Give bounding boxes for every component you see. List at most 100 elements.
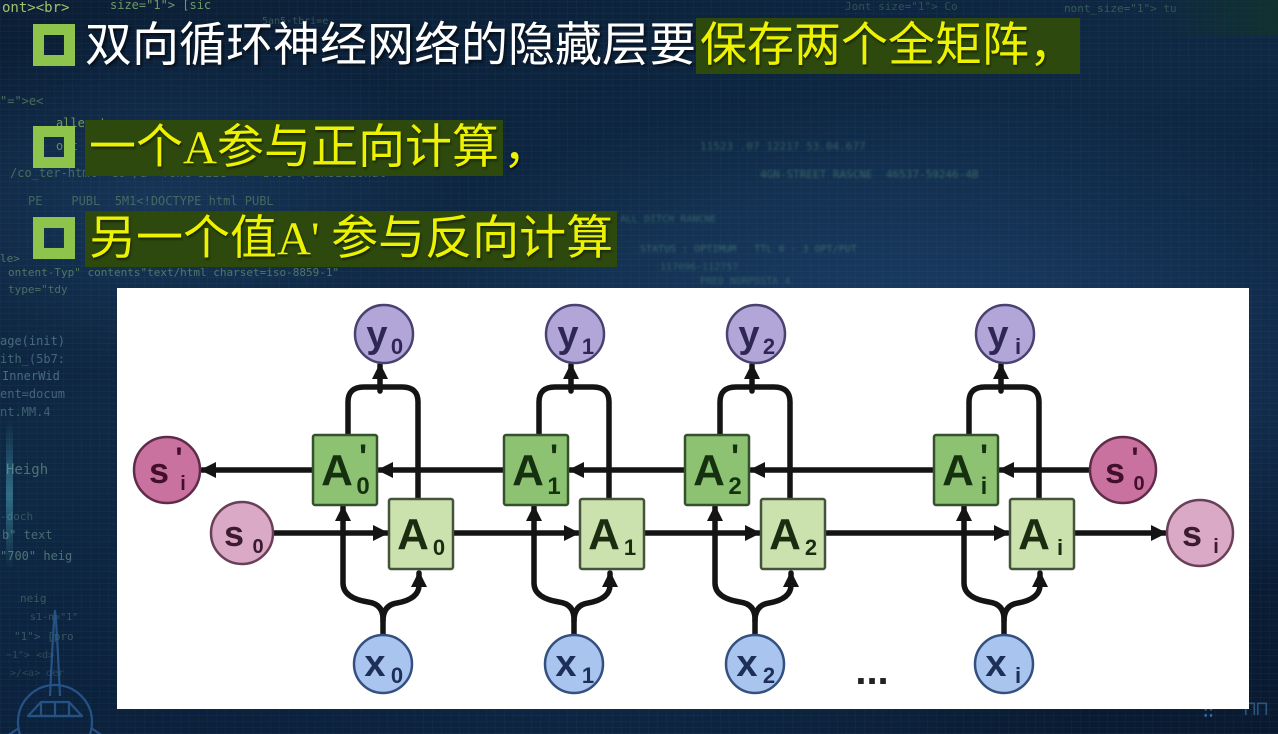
code-fragment: STATUS : OPTIMUM TTL 0 - 3 OPT/PUT [640,244,857,255]
code-fragment: size="1"> [sic [110,0,212,12]
node-a-prime-2 [683,433,751,507]
node-label: 0 [391,334,403,359]
node-label: 2 [805,535,817,560]
airplane-outline-icon [8,609,102,734]
node-label: 2 [763,334,775,359]
code-fragment: ent=docum [0,387,66,401]
node-a-prime-i [932,433,1000,507]
edge-x-to-a [752,570,799,624]
node-label: A [588,510,620,559]
square-bullet-icon [33,24,75,66]
node-label: A [321,446,353,495]
code-fragment: ith_(5b7: [0,352,66,366]
node-label: ' [175,442,182,475]
bullet-line-3: 另一个值A' 参与反向计算 [33,209,618,269]
code-fragment: InnerWid [2,369,60,383]
bullet-1-text-highlight: 保存两个全矩阵， [696,18,1080,74]
node-label: s [1182,513,1202,554]
node-label: 0 [433,535,445,560]
bullet-line-1: 双向循环神经网络的隐藏层要保存两个全矩阵， [33,16,1080,76]
node-y-2 [725,303,787,365]
node-label: y [987,314,1008,356]
code-fragment: 4GN-STREET RASCNE 46537-59246-4B [760,168,979,181]
node-label: i [1015,663,1021,688]
node-label: ' [731,438,739,476]
node-label: 0 [356,473,369,500]
edge-x-to-aprime [526,504,577,638]
code-fragment: ont><br> [2,0,70,16]
node-label: ... [855,649,888,693]
node-x-2 [724,633,786,695]
node-label: i [1213,536,1219,558]
node-x-1 [543,633,605,695]
node-label: ' [359,438,367,476]
node-a-2 [759,497,827,571]
merge-right [570,384,612,502]
merge-left [345,384,381,438]
code-fragment: ALL DITCH RANCNE [620,214,717,225]
node-label: ' [550,438,558,476]
node-label: i [1057,535,1063,560]
code-fragment: PE PUBL 5M1<!DOCTYPE html PUBL [28,194,274,208]
node-label: y [738,314,759,356]
edge-x-to-aprime [335,504,386,638]
code-fragment: le> [0,252,20,265]
node-a-1 [578,497,646,571]
code-fragment: PRED NURPOSTA 4 [700,276,791,287]
edge-x-to-a [571,570,618,624]
node-label: i [981,473,988,500]
node-label: A [1018,510,1050,559]
square-bullet-icon [33,126,75,168]
node-label: A [942,446,974,495]
bullet-1-text-plain: 双向循环神经网络的隐藏层要 [85,20,696,72]
edge-x-to-a [1001,570,1048,624]
node-label: x [364,643,385,685]
merge-left [966,384,1002,438]
node-label: 2 [763,663,775,688]
edge-x-to-a [380,570,427,624]
node-label: A [512,446,544,495]
node-y-1 [544,303,606,365]
bullet-2-text-highlight: 一个A参与正向计算 [85,120,503,176]
node-label: y [557,314,578,356]
node-label: s [224,513,244,554]
node-label: s [149,450,169,491]
node-label: 0 [252,536,263,558]
node-s-0 [209,500,275,566]
node-label: 2 [728,473,741,500]
bullet-2-text-comma: ， [502,122,550,174]
node-x-i [973,633,1035,695]
bg-streak [6,420,13,570]
node-label: ' [1131,442,1138,475]
node-a-i [1008,497,1076,571]
code-fragment: 117096-112757 [660,262,739,273]
square-bullet-icon [33,217,75,259]
node-label: A [769,510,801,559]
code-fragment: age(init) [0,334,66,348]
node-label: 0 [391,663,403,688]
node-y-i [974,303,1036,365]
node-s-prime-i [132,435,202,505]
node-label: i [1015,334,1021,359]
node-a-prime-1 [502,433,570,507]
merge-left [536,384,572,438]
code-fragment: nt.MM.4 [0,405,51,419]
bullet-3-text-highlight: 另一个值A' 参与反向计算 [85,211,618,267]
code-fragment: type="tdy [8,283,68,296]
merge-left [717,384,753,438]
node-label: 0 [1133,473,1144,495]
edge-x-to-aprime [707,504,758,638]
merge-right [379,384,421,502]
node-label: 1 [624,535,636,560]
node-s-prime-0 [1088,435,1158,505]
bg-corner-shade [1148,0,1278,36]
node-label: 1 [582,334,594,359]
node-label: A [397,510,429,559]
node-a-prime-0 [311,433,379,507]
node-label: 1 [582,663,594,688]
edge-x-to-aprime [956,504,1007,638]
bullet-line-2: 一个A参与正向计算， [33,118,550,178]
